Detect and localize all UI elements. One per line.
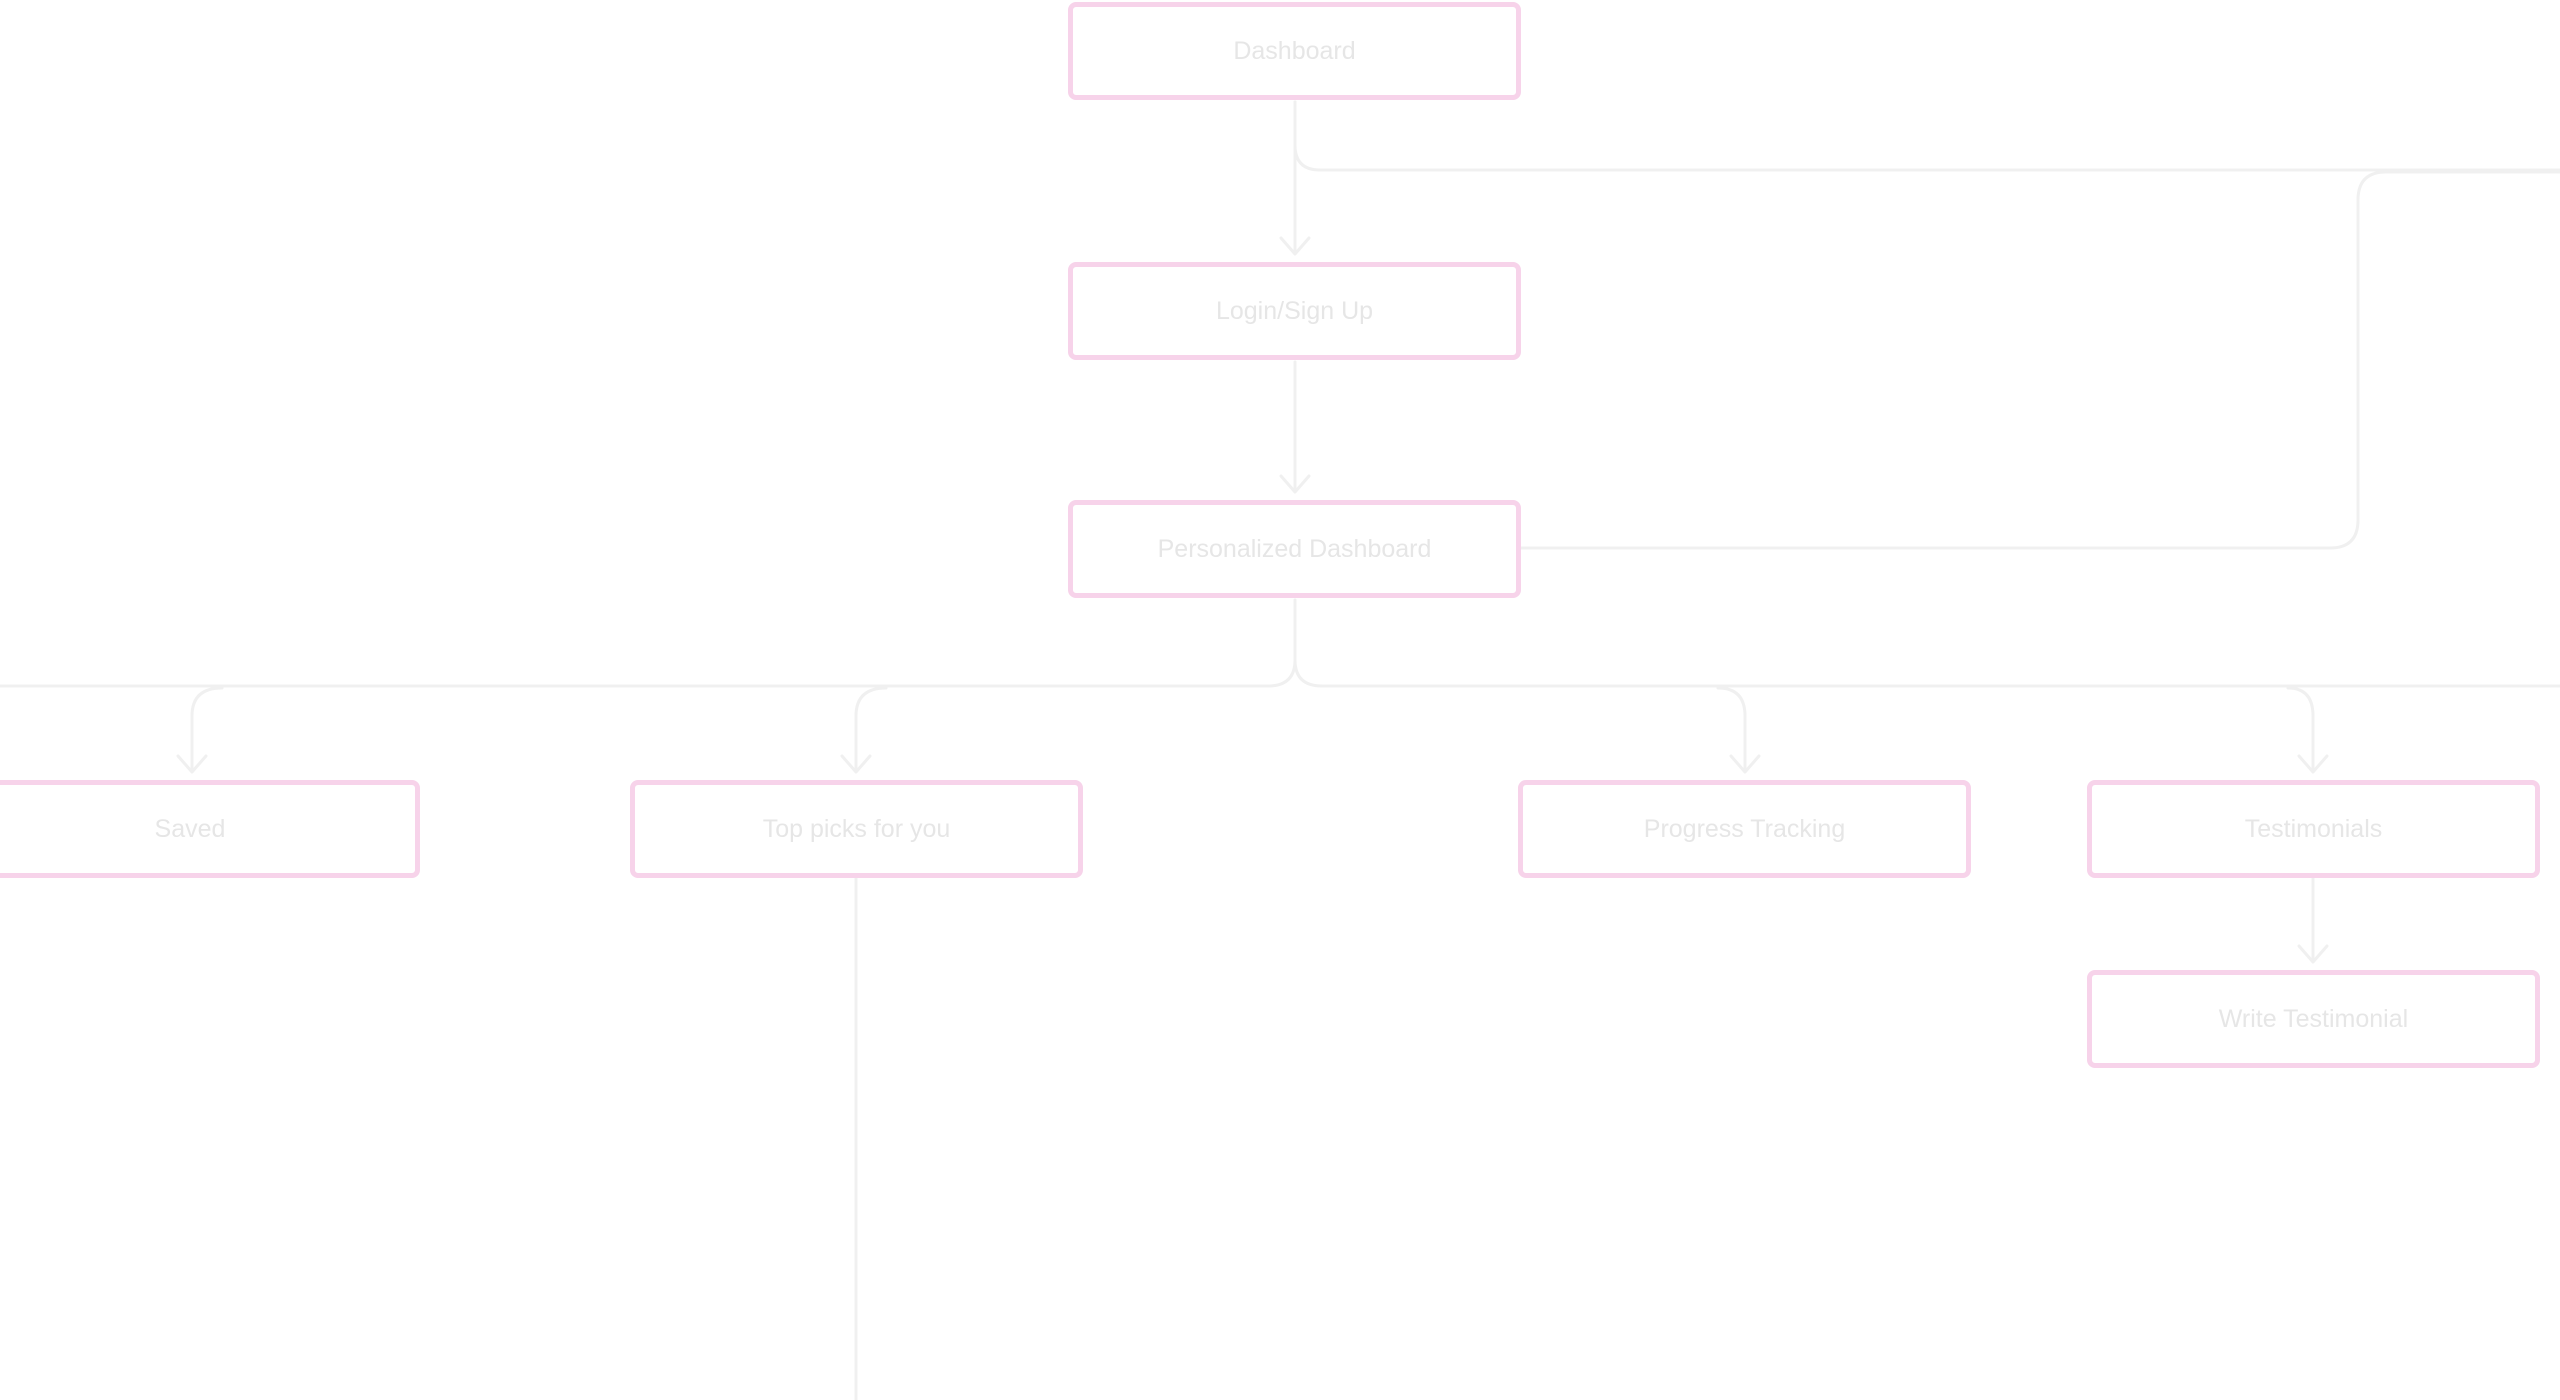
arrowhead-write (2297, 944, 2329, 964)
node-label: Write Testimonial (2218, 1004, 2409, 1033)
node-label: Top picks for you (762, 814, 951, 843)
node-saved[interactable]: Saved (0, 780, 420, 878)
node-top-picks[interactable]: Top picks for you (630, 780, 1083, 878)
arrowhead-progress (1729, 754, 1761, 774)
connector-personalized-loop (1519, 170, 2560, 550)
node-login-sign-up[interactable]: Login/Sign Up (1068, 262, 1521, 360)
connector-branch-right (1293, 658, 2560, 688)
arrowhead-login (1279, 236, 1311, 256)
node-label: Personalized Dashboard (1157, 534, 1432, 563)
connector-personalized-branch (0, 598, 1297, 688)
node-label: Saved (154, 814, 226, 843)
node-label: Dashboard (1233, 36, 1356, 65)
node-progress-tracking[interactable]: Progress Tracking (1518, 780, 1971, 878)
arrowhead-testimonials (2297, 754, 2329, 774)
arrowhead-saved (176, 754, 208, 774)
arrowhead-toppicks (840, 754, 872, 774)
node-label: Login/Sign Up (1215, 296, 1374, 325)
connector-branch-toppicks (854, 686, 888, 772)
connector-branch-testimonials (2286, 686, 2315, 772)
node-testimonials[interactable]: Testimonials (2087, 780, 2540, 878)
node-personalized-dashboard[interactable]: Personalized Dashboard (1068, 500, 1521, 598)
connector-branch-saved (190, 686, 224, 772)
node-dashboard[interactable]: Dashboard (1068, 2, 1521, 100)
connector-branch-progress (1716, 686, 1747, 772)
node-label: Testimonials (2244, 814, 2383, 843)
arrowhead-personalized (1279, 474, 1311, 494)
node-label: Progress Tracking (1643, 814, 1846, 843)
connector-dashboard-loop (1293, 100, 2560, 172)
node-write-testimonial[interactable]: Write Testimonial (2087, 970, 2540, 1068)
